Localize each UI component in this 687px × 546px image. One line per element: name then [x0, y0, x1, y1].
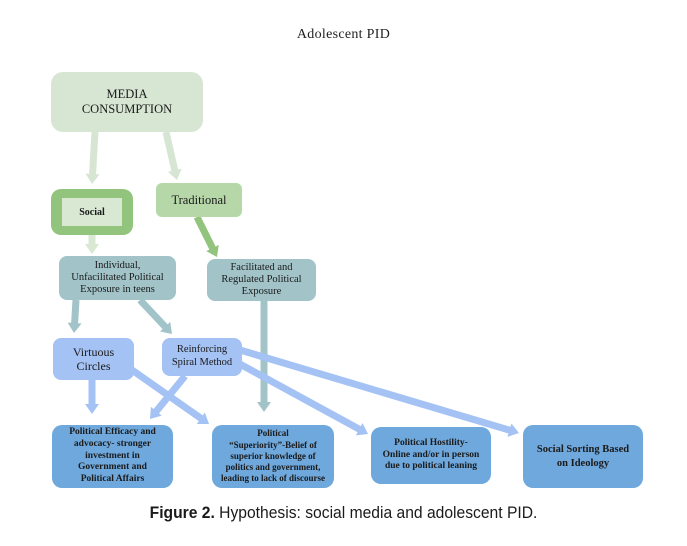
node-text-line: Political Hostility- [394, 437, 468, 448]
node-text-line: on Ideology [556, 457, 610, 469]
node-text-line: Online and/or in person [382, 449, 480, 460]
node-political-hostility: Political Hostility-Online and/or in per… [371, 427, 491, 484]
node-text-line: Exposure in teens [80, 284, 155, 296]
node-text-line: leading to lack of discourse [220, 473, 325, 484]
node-text-line: Unfacilitated Political [71, 271, 164, 283]
node-text-line: Political Affairs [80, 474, 145, 485]
node-text: Social [79, 206, 105, 218]
node-text-line: Individual, [94, 259, 141, 271]
arrow-individual-to-virtuous [67, 299, 82, 333]
node-text-line: advocacy- stronger [73, 438, 152, 449]
node-text-line: Reinforcing [176, 344, 228, 356]
node-text-line: Social Sorting Based [536, 444, 630, 456]
node-text-line: Regulated Political [221, 273, 302, 285]
arrow-traditional-to-facilitated [193, 215, 219, 257]
node-text-line: “Superiority”-Belief of [229, 439, 317, 450]
arrow-media-to-traditional [162, 131, 182, 180]
arrow-virtuous-to-efficacy [85, 380, 99, 414]
node-text-line: Circles [76, 359, 111, 373]
node-text: Traditional [171, 192, 227, 207]
figure-caption: Figure 2. Hypothesis: social media and a… [27, 503, 659, 523]
node-text-line: due to political leaning [384, 461, 478, 472]
node-text-line: MEDIA [106, 87, 148, 101]
node-text-line: Facilitated and [230, 261, 293, 273]
node-traditional: Traditional [156, 183, 242, 217]
node-text-line: politics and government, [225, 462, 321, 473]
node-text-line: Political Efficacy and [69, 426, 156, 437]
node-text: Political Hostility-Online and/or in per… [383, 438, 480, 474]
node-text-line: Exposure [241, 286, 282, 298]
node-social: Social [62, 198, 122, 226]
node-text-line: Virtuous [72, 344, 115, 359]
node-text-line: Political [257, 428, 289, 439]
node-text-line: investment in [85, 450, 140, 461]
node-text-line: CONSUMPTION [81, 102, 173, 116]
arrow-reinforcing-to-hostility [236, 359, 368, 436]
page-header: Adolescent PID [296, 27, 391, 42]
caption-label: Figure 2. [149, 503, 215, 522]
node-text-line: Government and [78, 462, 147, 473]
arrow-reinforcing-to-sorting [239, 346, 519, 437]
node-text-line: Spiral Method [171, 357, 233, 368]
caption-text: Hypothesis: social media and adolescent … [214, 503, 538, 522]
arrow-reinforcing-to-efficacy [150, 373, 188, 419]
arrow-media-to-social [85, 131, 100, 184]
node-text-line: superior knowledge of [230, 450, 316, 461]
arrow-individual-to-reinforcing [137, 297, 172, 334]
